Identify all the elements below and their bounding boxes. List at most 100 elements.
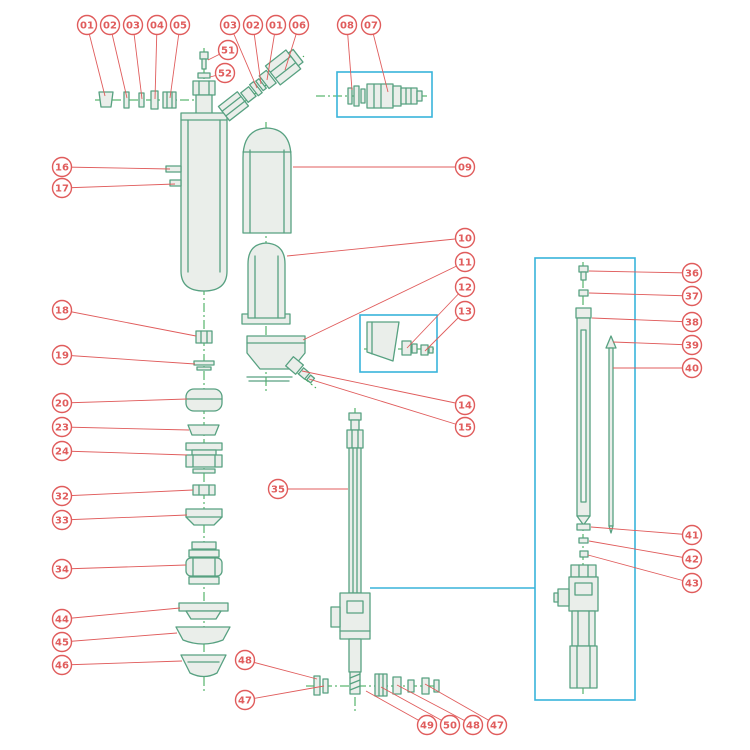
small-fitting-tip: [411, 343, 418, 354]
piston-disc: [191, 449, 217, 456]
dust-boot: [242, 127, 292, 234]
cap-part: [98, 91, 114, 108]
leader-line-43: [587, 554, 693, 584]
callout-17: 17: [51, 177, 73, 199]
callout-03: 03: [122, 14, 144, 36]
callout-number: 46: [55, 661, 69, 672]
compensator-detail-box: [359, 314, 438, 373]
clevis-block: [339, 592, 371, 640]
callout-circle: [122, 14, 144, 36]
callout-number: 45: [55, 638, 69, 649]
elbow-facet: [274, 61, 297, 80]
callout-circle: [51, 631, 73, 653]
callout-38: 38: [681, 311, 703, 333]
needle-tip: [608, 525, 614, 534]
callout-number: 33: [55, 516, 69, 527]
callout-06: 06: [288, 14, 310, 36]
callout-number: 48: [466, 721, 480, 732]
callout-circle: [51, 416, 73, 438]
clevis-base: [569, 645, 598, 689]
callout-50: 50: [439, 714, 461, 736]
compensator-detail: [366, 321, 434, 362]
fitting-nut: [258, 69, 277, 90]
callout-number: 07: [364, 21, 378, 32]
needle-rod: [608, 347, 614, 527]
callout-circle: [51, 485, 73, 507]
callout-circle: [681, 262, 703, 284]
callout-number: 06: [292, 21, 306, 32]
callout-number: 02: [103, 21, 117, 32]
callout-circle: [454, 300, 476, 322]
bleed-washer: [197, 72, 211, 79]
washer-part: [433, 679, 440, 693]
callout-02: 02: [99, 14, 121, 36]
callout-circle: [51, 608, 73, 630]
leader-line-18: [61, 309, 197, 337]
callout-circle: [360, 14, 382, 36]
callout-circle: [51, 440, 73, 462]
hose-fitting-assembly: [217, 48, 304, 122]
lower-rod: [348, 638, 362, 673]
leader-line-50: [380, 686, 451, 726]
callout-41: 41: [681, 524, 703, 546]
callout-number: 14: [458, 401, 472, 412]
rod-tip: [576, 515, 591, 526]
thread-mark: [349, 673, 361, 679]
clevis-window: [346, 600, 364, 614]
callout-number: 15: [458, 423, 472, 434]
callout-circle: [51, 156, 73, 178]
callout-number: 51: [221, 46, 235, 57]
callout-33: 33: [51, 509, 73, 531]
callout-number: 02: [246, 21, 260, 32]
callout-36: 36: [681, 262, 703, 284]
body-shell: [180, 112, 228, 292]
compression-adjuster-box: [336, 71, 433, 118]
callout-circle: [681, 311, 703, 333]
clevis-arm: [557, 588, 570, 607]
clevis-window: [574, 582, 593, 596]
callout-number: 09: [458, 163, 472, 174]
damper-shaft: [330, 412, 371, 695]
bushing-ring: [191, 541, 217, 550]
callout-number: 10: [458, 234, 472, 245]
callout-number: 35: [271, 485, 285, 496]
callout-number: 08: [340, 21, 354, 32]
piston-disc: [192, 468, 216, 474]
callout-23: 23: [51, 416, 73, 438]
fitting-facet: [221, 95, 242, 112]
leader-line-08: [346, 24, 353, 91]
leader-line-24: [61, 450, 188, 456]
callout-circle: [51, 299, 73, 321]
clevis-arm-tip: [553, 592, 559, 603]
small-bolt-shaft: [580, 271, 587, 281]
callout-number: 24: [55, 447, 69, 458]
piston-rod-detail: [553, 265, 617, 689]
callout-number: 37: [685, 292, 699, 303]
leader-lines-layer: [61, 24, 693, 726]
thread-mark: [349, 679, 361, 685]
washer-part: [150, 90, 159, 110]
adjuster-knob: [400, 87, 418, 105]
callout-number: 12: [458, 283, 472, 294]
callout-circle: [51, 509, 73, 531]
callout-10: 10: [454, 227, 476, 249]
small-bolt-head: [578, 265, 589, 273]
fitting-washer: [248, 80, 263, 97]
leader-line-19: [61, 354, 196, 365]
callout-circle: [681, 357, 703, 379]
detail-boxes-layer: [336, 71, 636, 701]
leader-line-17: [61, 183, 176, 189]
callout-number: 23: [55, 423, 69, 434]
spacer-part: [195, 330, 213, 344]
callout-circle: [486, 714, 508, 736]
callout-circle: [234, 689, 256, 711]
body-top-hex: [192, 80, 216, 96]
callout-24: 24: [51, 440, 73, 462]
leader-line-03: [132, 24, 143, 100]
adjuster-washer: [347, 87, 353, 105]
callout-number: 17: [55, 184, 69, 195]
callout-circle: [439, 714, 461, 736]
leader-line-47: [244, 685, 325, 701]
adjuster-collar: [392, 85, 402, 107]
